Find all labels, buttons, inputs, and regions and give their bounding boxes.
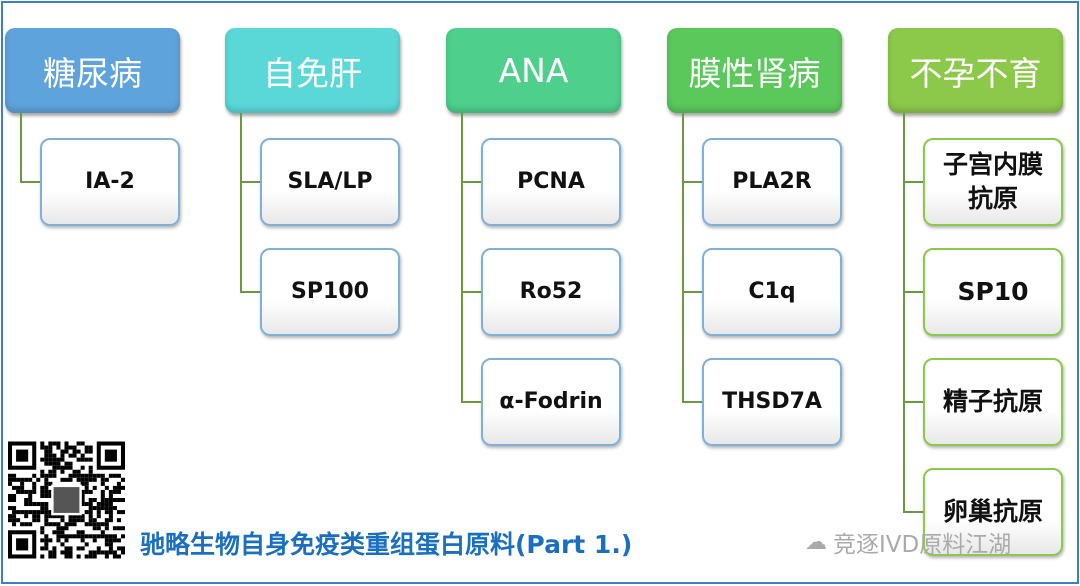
- connector-line: [682, 181, 704, 183]
- connector-line: [682, 401, 704, 403]
- watermark-text: 竞逐IVD原料江湖: [833, 532, 1012, 558]
- item-box: Ro52: [481, 248, 621, 336]
- connector-line: [461, 181, 483, 183]
- connector-line: [903, 181, 925, 183]
- item-box: 子宫内膜抗原: [923, 138, 1063, 226]
- item-box: THSD7A: [702, 358, 842, 446]
- qr-code-icon: [8, 441, 125, 559]
- watermark: ☁ 竞逐IVD原料江湖: [805, 525, 1011, 559]
- item-box: SLA/LP: [260, 138, 400, 226]
- connector-line: [461, 401, 483, 403]
- wechat-icon: ☁: [805, 529, 827, 555]
- item-box: 卵巢抗原: [923, 468, 1063, 556]
- connector-line: [903, 401, 925, 403]
- category-header: 膜性肾病: [667, 28, 842, 113]
- connector-line: [461, 291, 483, 293]
- item-box: IA-2: [40, 138, 180, 226]
- connector-line: [903, 291, 925, 293]
- item-box: SP100: [260, 248, 400, 336]
- connector-line: [903, 511, 925, 513]
- connector-line: [20, 113, 22, 182]
- category-header: ANA: [446, 28, 621, 113]
- category-header: 不孕不育: [888, 28, 1063, 113]
- connector-line: [682, 113, 684, 402]
- connector-line: [240, 291, 262, 293]
- connector-line: [240, 181, 262, 183]
- item-box: PCNA: [481, 138, 621, 226]
- connector-line: [240, 113, 242, 292]
- connector-line: [903, 113, 905, 512]
- item-box: SP10: [923, 248, 1063, 336]
- connector-line: [461, 113, 463, 402]
- connector-line: [682, 291, 704, 293]
- footer-title: 驰略生物自身免疫类重组蛋白原料(Part 1.): [140, 530, 633, 559]
- item-box: α-Fodrin: [481, 358, 621, 446]
- category-header: 糖尿病: [5, 28, 180, 113]
- category-header: 自免肝: [225, 28, 400, 113]
- item-box: 精子抗原: [923, 358, 1063, 446]
- item-box: C1q: [702, 248, 842, 336]
- connector-line: [20, 181, 42, 183]
- item-box: PLA2R: [702, 138, 842, 226]
